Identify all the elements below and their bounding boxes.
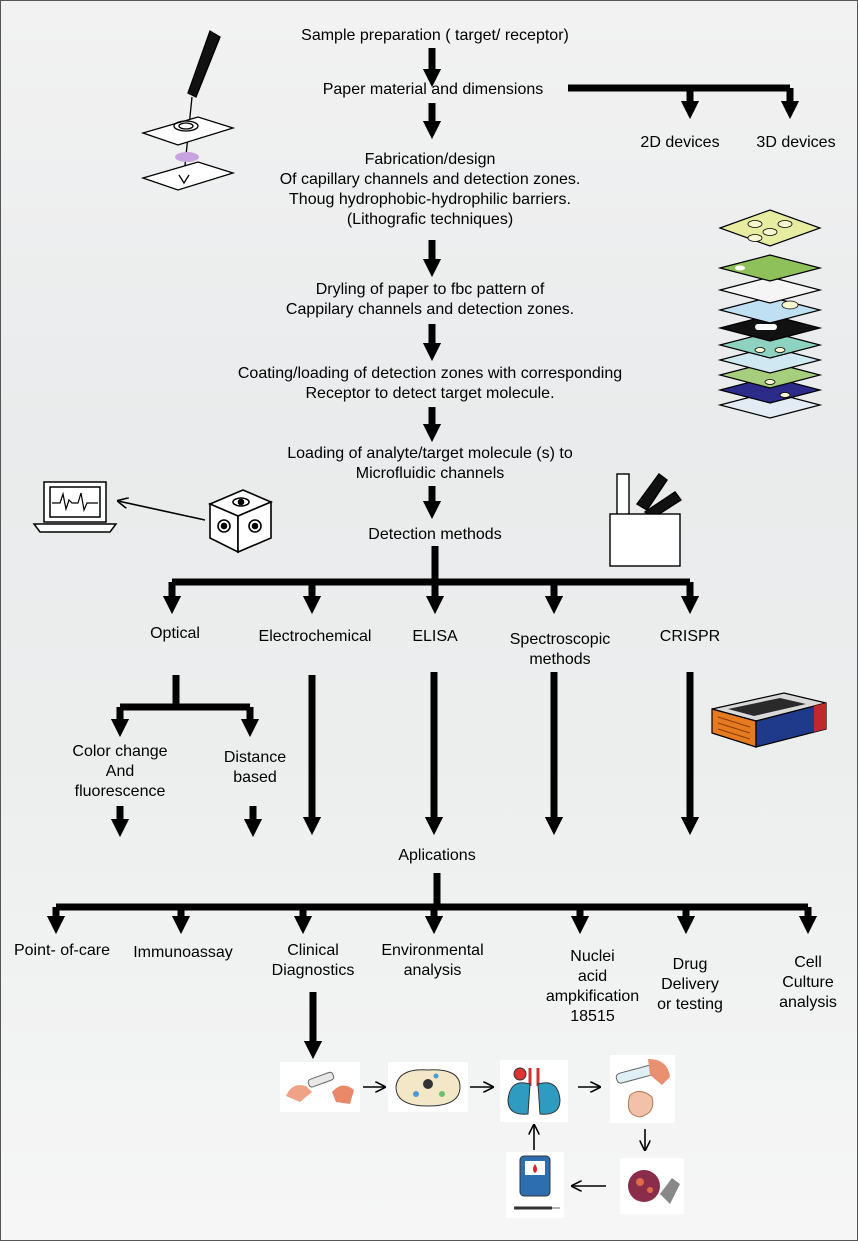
tools-cup-icon — [609, 473, 683, 567]
step-drying: Dryling of paper to fbc pattern of Cappi… — [285, 281, 575, 318]
submethod-color-change: Color change And fluorescence — [72, 743, 168, 800]
app-drug-delivery: Drug Delivery or testing — [657, 956, 723, 1013]
lungs-icon — [500, 1060, 568, 1122]
step-coating: Coating/loading of detection zones with … — [237, 365, 623, 402]
applications-title: Aplications — [398, 847, 476, 864]
glucose-meter-icon — [506, 1152, 564, 1218]
app-environmental-analysis: Environmental analysis — [381, 942, 484, 979]
label-2d-devices: 2D devices — [640, 134, 720, 151]
step-loading: Loading of analyte/target molecule (s) t… — [287, 445, 573, 482]
arrow-cube-to-laptop — [118, 501, 206, 521]
pregnancy-test-icon — [610, 1055, 675, 1123]
stacked-layers-illustration — [717, 209, 823, 419]
method-crispr: CRISPR — [659, 628, 721, 645]
app-clinical-diagnostics: Clinical Diagnostics — [271, 942, 355, 979]
submethod-distance-based: Distance based — [223, 749, 287, 786]
method-electrochemical: Electrochemical — [258, 628, 372, 645]
step-detection-methods: Detection methods — [368, 526, 502, 543]
pipette-paper-illustration — [140, 30, 236, 191]
virus-icon — [620, 1158, 684, 1214]
sample-collection-icon — [280, 1062, 360, 1112]
cube-eyes-icon — [207, 489, 274, 554]
label-3d-devices: 3D devices — [756, 134, 836, 151]
step-fabrication: Fabrication/design Of capillary channels… — [279, 151, 581, 228]
app-cell-culture: Cell Culture analysis — [779, 954, 837, 1011]
app-point-of-care: Point- of-care — [13, 942, 111, 959]
method-elisa: ELISA — [412, 628, 458, 645]
step-paper-material: Paper material and dimensions — [322, 81, 544, 98]
laptop-icon — [32, 481, 118, 533]
step-sample-preparation: Sample preparation ( target/ receptor) — [301, 27, 569, 44]
app-nuclei-acid: Nuclei acid ampkification 18515 — [545, 948, 640, 1025]
app-immunoassay: Immunoassay — [133, 944, 233, 961]
instrument-icon — [711, 692, 827, 748]
method-spectroscopic: Spectroscopic methods — [509, 631, 611, 668]
method-optical: Optical — [150, 625, 200, 642]
cell-icon — [388, 1062, 468, 1112]
